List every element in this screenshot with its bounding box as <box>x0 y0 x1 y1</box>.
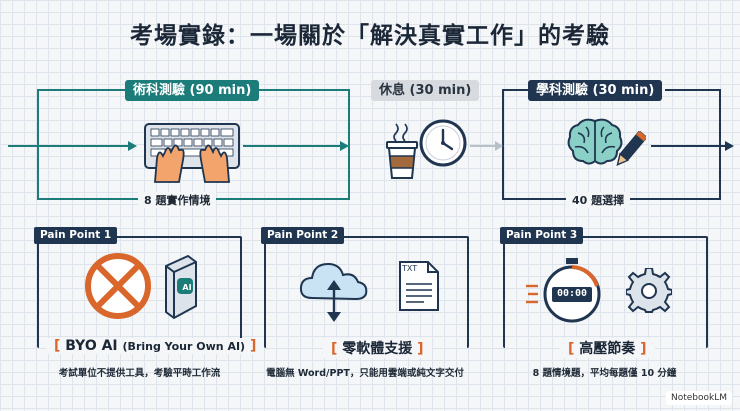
page-title: 考場實錄：一場關於「解決真實工作」的考驗 <box>130 23 610 49</box>
ai-box-label: AI <box>182 283 192 292</box>
pain-point-2-title: [ 零軟體支援 ] <box>323 338 432 358</box>
practical-bracket-top-left <box>37 89 125 91</box>
watermark: NotebookLM <box>665 391 732 405</box>
pencil-icon <box>616 131 646 166</box>
cloud-sync-icon <box>299 262 368 322</box>
pain-point-3-title: [ 高壓節奏 ] <box>560 338 655 358</box>
theory-bracket-top-right <box>665 89 721 91</box>
brain-icon <box>567 118 623 165</box>
pain-point-1-box <box>37 236 242 348</box>
pain-point-1-title: [ BYO AI (Bring Your Own AI) ] <box>46 338 265 354</box>
practical-bracket-left <box>37 89 39 199</box>
practical-bracket-right <box>348 89 350 199</box>
clock-icon <box>419 119 467 167</box>
pain-point-3-desc: 8 題情境題，平均每題僅 10 分鐘 <box>532 368 677 379</box>
break-label: 休息 (30 min) <box>371 80 480 101</box>
pain-point-2-label: Pain Point 2 <box>261 227 345 244</box>
theory-bracket-right <box>719 89 721 199</box>
pain-point-2-title-text: 零軟體支援 <box>342 341 413 357</box>
pain-point-1-title-suffix: (Bring Your Own AI) <box>122 340 246 353</box>
theory-bracket-top-left <box>502 89 528 91</box>
text-file-icon <box>399 261 439 311</box>
pain-point-1-title-text: BYO AI <box>65 338 118 354</box>
theory-exam-label: 學科測驗 (30 min) <box>528 80 663 101</box>
theory-bracket-left <box>502 89 504 199</box>
pain-point-2-box <box>264 236 469 348</box>
no-tools-icon <box>85 253 197 320</box>
coffee-cup-icon <box>386 123 418 179</box>
theory-caption: 40 題選擇 <box>566 192 631 208</box>
practical-bracket-top-right <box>250 89 350 91</box>
keyboard-hands-icon <box>144 123 240 183</box>
pain-point-3-box <box>503 236 708 348</box>
stopwatch-icon <box>526 258 601 323</box>
gear-icon <box>626 268 672 313</box>
pain-point-3-title-text: 高壓節奏 <box>579 341 636 357</box>
text-file-label: TXT <box>402 264 418 273</box>
pain-point-1-label: Pain Point 1 <box>34 227 118 244</box>
stopwatch-display: 00:00 <box>556 288 588 299</box>
practical-exam-label: 術科測驗 (90 min) <box>125 80 260 101</box>
pain-point-3-label: Pain Point 3 <box>500 227 584 244</box>
pain-point-1-desc: 考試單位不提供工具，考驗平時工作流 <box>58 368 221 379</box>
practical-caption: 8 題實作情境 <box>138 192 217 208</box>
pain-point-2-desc: 電腦無 Word/PPT，只能用雲端或純文字交付 <box>266 368 464 379</box>
